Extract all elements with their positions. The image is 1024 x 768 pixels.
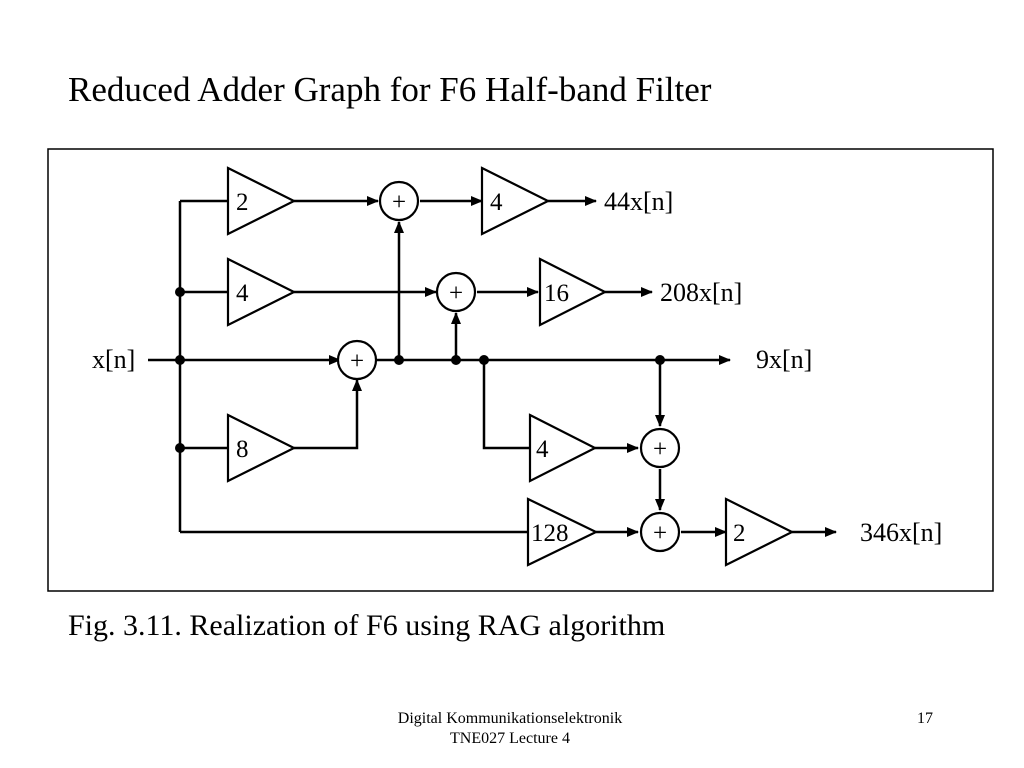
adder-c: + — [435, 271, 477, 313]
adder-a: + — [336, 339, 378, 381]
svg-text:+: + — [392, 189, 406, 216]
input-label: x[n] — [92, 345, 135, 374]
gain-block-16 — [538, 257, 608, 327]
slide-footer: Digital Kommunikationselektronik TNE027 … — [300, 709, 720, 749]
svg-text:+: + — [449, 280, 463, 307]
footer-lecture: TNE027 Lecture 4 — [450, 730, 570, 747]
gain-block-2-out346 — [724, 497, 795, 567]
gain-block-4-mid — [226, 257, 297, 327]
adder-e: + — [639, 511, 681, 553]
output-9: 9x[n] — [756, 345, 812, 374]
svg-text:+: + — [350, 348, 364, 375]
svg-text:+: + — [653, 436, 667, 463]
figure-caption: Fig. 3.11. Realization of F6 using RAG a… — [68, 609, 666, 642]
gain-block-128 — [526, 497, 599, 567]
gain-label: 4 — [490, 189, 503, 216]
footer-course: Digital Kommunikationselektronik — [397, 710, 623, 727]
slide-title: Reduced Adder Graph for F6 Half-band Fil… — [68, 70, 712, 109]
svg-text:+: + — [653, 520, 667, 547]
gain-label: 128 — [531, 520, 569, 547]
adder-b: + — [378, 180, 420, 222]
rag-diagram: 2 4 8 4 16 4 128 2 + + + + + x[n] 44x[n]… — [47, 148, 994, 592]
page-number: 17 — [917, 710, 933, 727]
gain-label: 2 — [733, 520, 746, 547]
gain-block-4-low — [528, 413, 598, 483]
output-208: 208x[n] — [660, 278, 742, 307]
diagram-frame — [47, 148, 994, 592]
gain-label: 4 — [236, 280, 249, 307]
gain-label: 8 — [236, 436, 249, 463]
output-346: 346x[n] — [860, 518, 942, 547]
gain-block-8 — [226, 413, 297, 483]
gain-label: 2 — [236, 189, 249, 216]
gain-label: 16 — [544, 280, 569, 307]
gain-block-4-out44 — [480, 166, 551, 236]
gain-block-2-top — [226, 166, 297, 236]
adder-d: + — [639, 427, 681, 469]
gain-label: 4 — [536, 436, 549, 463]
output-44: 44x[n] — [604, 187, 673, 216]
